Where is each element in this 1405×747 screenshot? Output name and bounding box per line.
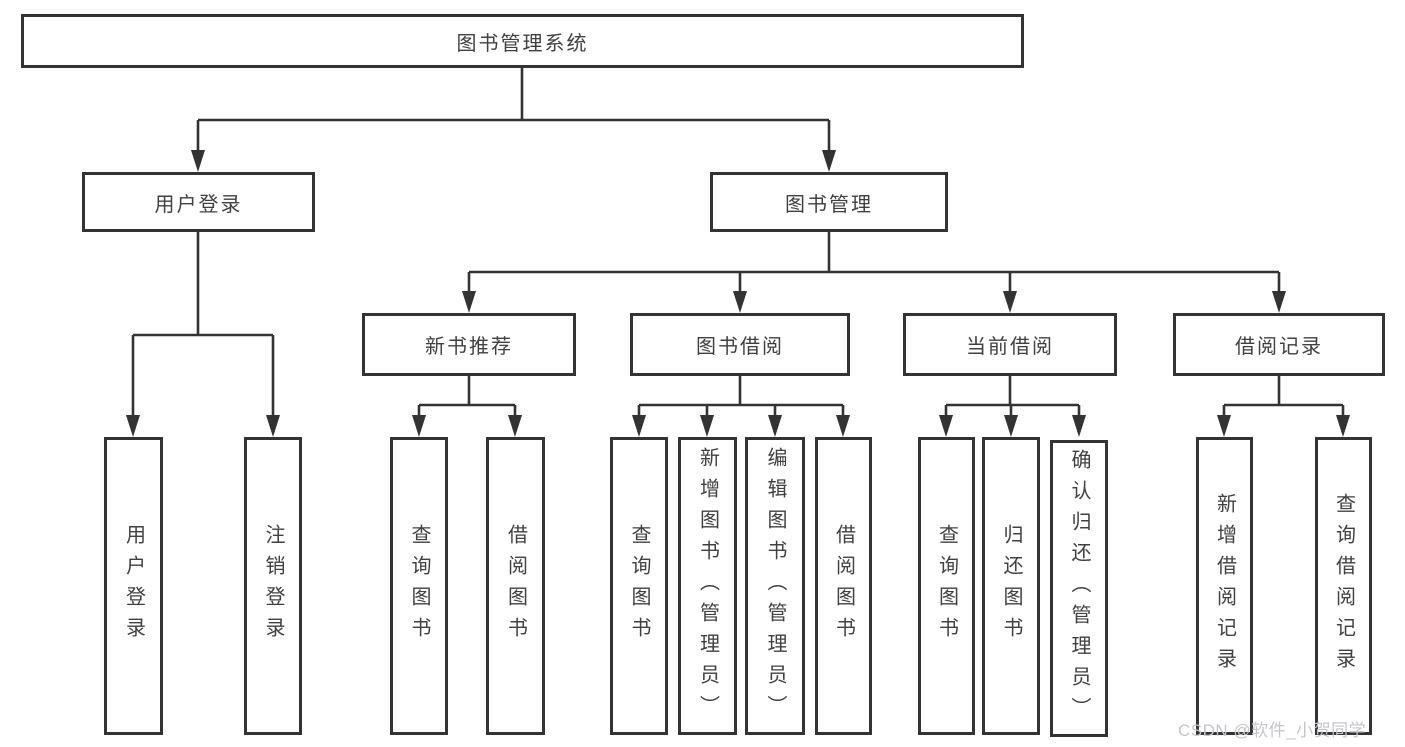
node-label: 图书管理 — [785, 193, 873, 216]
leaf-logout: 注销登录 — [244, 437, 302, 735]
leaf-label: 注销登录 — [262, 524, 284, 648]
leaf-label: 查询图书 — [628, 524, 650, 648]
node-root: 图书管理系统 — [21, 14, 1024, 68]
leaf-borrow-edit-books: 编辑图书（管理员） — [745, 437, 805, 735]
leaf-label: 用户登录 — [122, 524, 145, 648]
node-borrowing-records: 借阅记录 — [1173, 313, 1385, 376]
node-label: 当前借阅 — [966, 336, 1054, 358]
node-label: 借阅记录 — [1235, 336, 1323, 358]
leaf-label: 编辑图书（管理员） — [764, 446, 786, 726]
node-label: 图书管理系统 — [456, 32, 589, 55]
node-user-login: 用户登录 — [82, 172, 315, 232]
node-new-book-recommend: 新书推荐 — [362, 313, 576, 376]
leaf-borrow-borrow-books: 借阅图书 — [815, 437, 872, 735]
leaf-records-add-record: 新增借阅记录 — [1196, 437, 1253, 735]
node-label: 用户登录 — [154, 193, 243, 216]
node-book-management: 图书管理 — [710, 172, 948, 232]
leaf-current-query-books: 查询图书 — [918, 437, 975, 735]
leaf-label: 确认归还（管理员） — [1068, 449, 1090, 728]
leaf-label: 借阅图书 — [504, 524, 527, 648]
leaf-label: 借阅图书 — [832, 524, 855, 648]
leaf-label: 新增图书（管理员） — [696, 446, 719, 726]
leaf-borrow-query-books: 查询图书 — [610, 437, 668, 735]
leaf-label: 查询图书 — [935, 524, 958, 648]
leaf-label: 查询图书 — [408, 524, 430, 648]
leaf-current-confirm-return: 确认归还（管理员） — [1050, 440, 1108, 737]
leaf-label: 新增借阅记录 — [1213, 493, 1236, 679]
leaf-borrow-add-books: 新增图书（管理员） — [678, 437, 737, 735]
node-book-borrowing: 图书借阅 — [630, 313, 850, 376]
leaf-new-query-books: 查询图书 — [390, 437, 448, 735]
leaf-label: 查询借阅记录 — [1332, 493, 1355, 679]
node-current-borrowing: 当前借阅 — [903, 313, 1117, 376]
arrowheads — [126, 150, 1350, 437]
leaf-current-return-books: 归还图书 — [982, 437, 1040, 735]
leaf-label: 归还图书 — [1000, 524, 1022, 648]
node-label: 图书借阅 — [696, 336, 784, 358]
leaf-records-query-record: 查询借阅记录 — [1315, 437, 1372, 735]
node-label: 新书推荐 — [425, 336, 513, 358]
csdn-watermark: CSDN @软件_小贺同学 — [1178, 721, 1367, 740]
leaf-new-borrow-books: 借阅图书 — [486, 437, 545, 735]
leaf-user-login: 用户登录 — [104, 437, 163, 735]
